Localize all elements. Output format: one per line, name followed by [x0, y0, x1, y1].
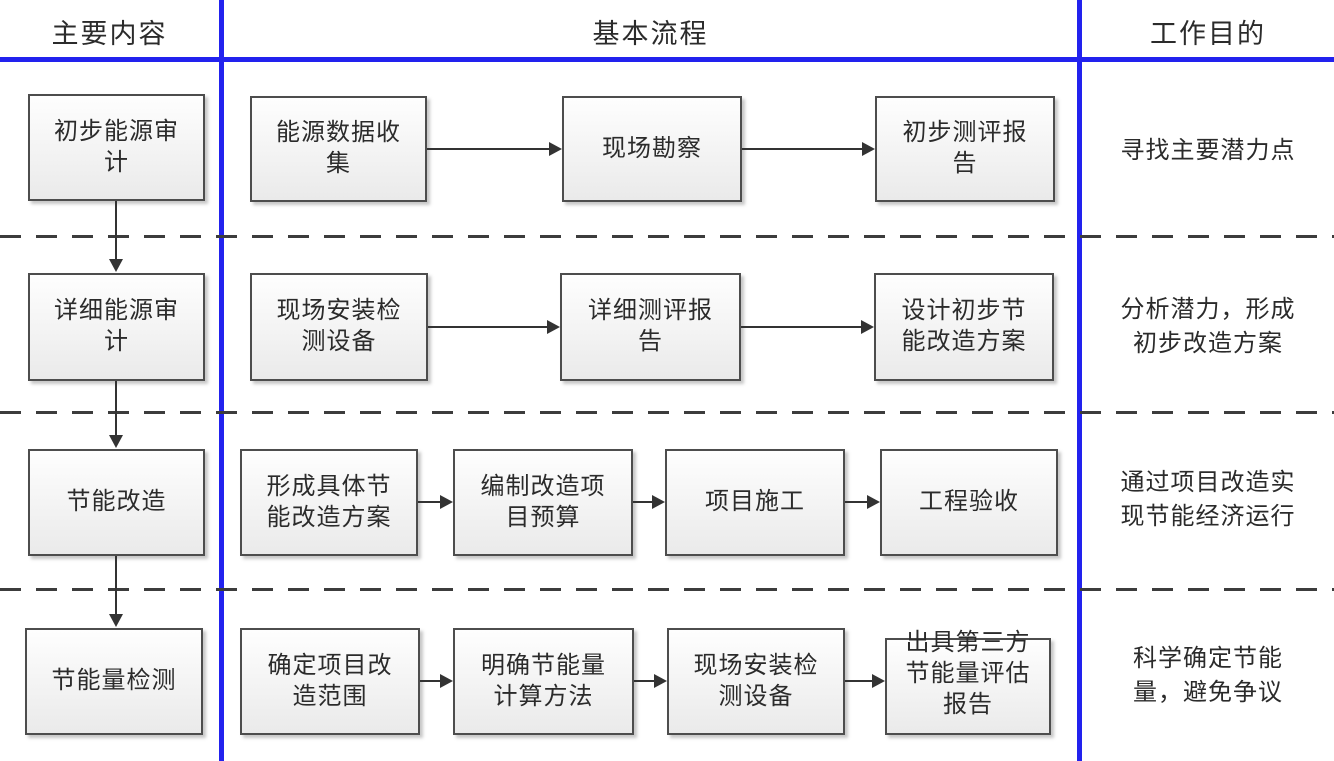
- purpose-text-row4: 科学确定节能 量，避免争议: [1133, 646, 1283, 706]
- column-header-purpose: 工作目的: [1150, 19, 1266, 49]
- step-label: 确定项目改 造范围: [267, 652, 393, 710]
- purpose-text-row1: 寻找主要潜力点: [1120, 138, 1296, 164]
- step-box-row4-4: 出具第三方 节能量评估 报告: [885, 630, 1051, 735]
- step-label: 初步测评报 告: [902, 120, 1028, 177]
- step-label: 项目施工: [705, 489, 805, 515]
- column-divider-left: [219, 0, 224, 761]
- header-divider-line: [0, 57, 1334, 62]
- stage-label: 初步能源审 计: [54, 118, 179, 176]
- step-label: 详细测评报 告: [588, 298, 713, 355]
- step-box-row3-4: 工程验收: [880, 449, 1058, 556]
- step-box-row3-1: 形成具体节 能改造方案: [240, 449, 418, 556]
- purpose-text-row3: 通过项目改造实 现节能经济运行: [1120, 470, 1296, 530]
- step-box-row4-2: 明确节能量 计算方法: [453, 628, 634, 735]
- step-label: 工程验收: [919, 489, 1019, 515]
- row-separator-2: [0, 411, 1334, 414]
- stage-box-row1: 初步能源审 计: [28, 94, 205, 201]
- step-box-row3-2: 编制改造项 目预算: [453, 449, 633, 556]
- column-header-process: 基本流程: [592, 19, 709, 49]
- stage-box-row3: 节能改造: [28, 449, 205, 556]
- stage-label: 详细能源审 计: [54, 298, 179, 355]
- step-box-row4-3: 现场安装检 测设备: [667, 628, 845, 735]
- step-box-row3-3: 项目施工: [665, 449, 845, 556]
- step-label: 形成具体节 能改造方案: [266, 473, 392, 531]
- step-box-row2-2: 详细测评报 告: [560, 273, 741, 381]
- column-header-main: 主要内容: [51, 19, 168, 49]
- step-label: 设计初步节 能改造方案: [901, 298, 1027, 355]
- stage-label: 节能改造: [66, 489, 167, 515]
- step-box-row2-1: 现场安装检 测设备: [250, 273, 428, 381]
- row-separator-1: [0, 235, 1334, 238]
- step-box-row4-1: 确定项目改 造范围: [240, 628, 420, 735]
- stage-label: 节能量检测: [51, 668, 177, 694]
- row-separator-3: [0, 588, 1334, 591]
- step-label: 编制改造项 目预算: [480, 473, 606, 531]
- step-label: 明确节能量 计算方法: [481, 652, 606, 710]
- step-label: 现场安装检 测设备: [693, 652, 819, 710]
- purpose-text-row2: 分析潜力，形成 初步改造方案: [1120, 297, 1296, 357]
- step-label: 出具第三方 节能量评估 报告: [905, 630, 1031, 718]
- step-box-row1-2: 现场勘察: [562, 96, 742, 202]
- step-box-row2-3: 设计初步节 能改造方案: [874, 273, 1054, 381]
- stage-box-row2: 详细能源审 计: [28, 273, 205, 381]
- column-divider-right: [1077, 0, 1082, 761]
- step-label: 现场勘察: [602, 135, 702, 162]
- step-box-row1-1: 能源数据收 集: [250, 96, 427, 202]
- step-label: 现场安装检 测设备: [276, 298, 402, 355]
- step-label: 能源数据收 集: [276, 120, 401, 177]
- step-box-row1-3: 初步测评报 告: [875, 96, 1055, 202]
- stage-box-row4: 节能量检测: [25, 628, 203, 735]
